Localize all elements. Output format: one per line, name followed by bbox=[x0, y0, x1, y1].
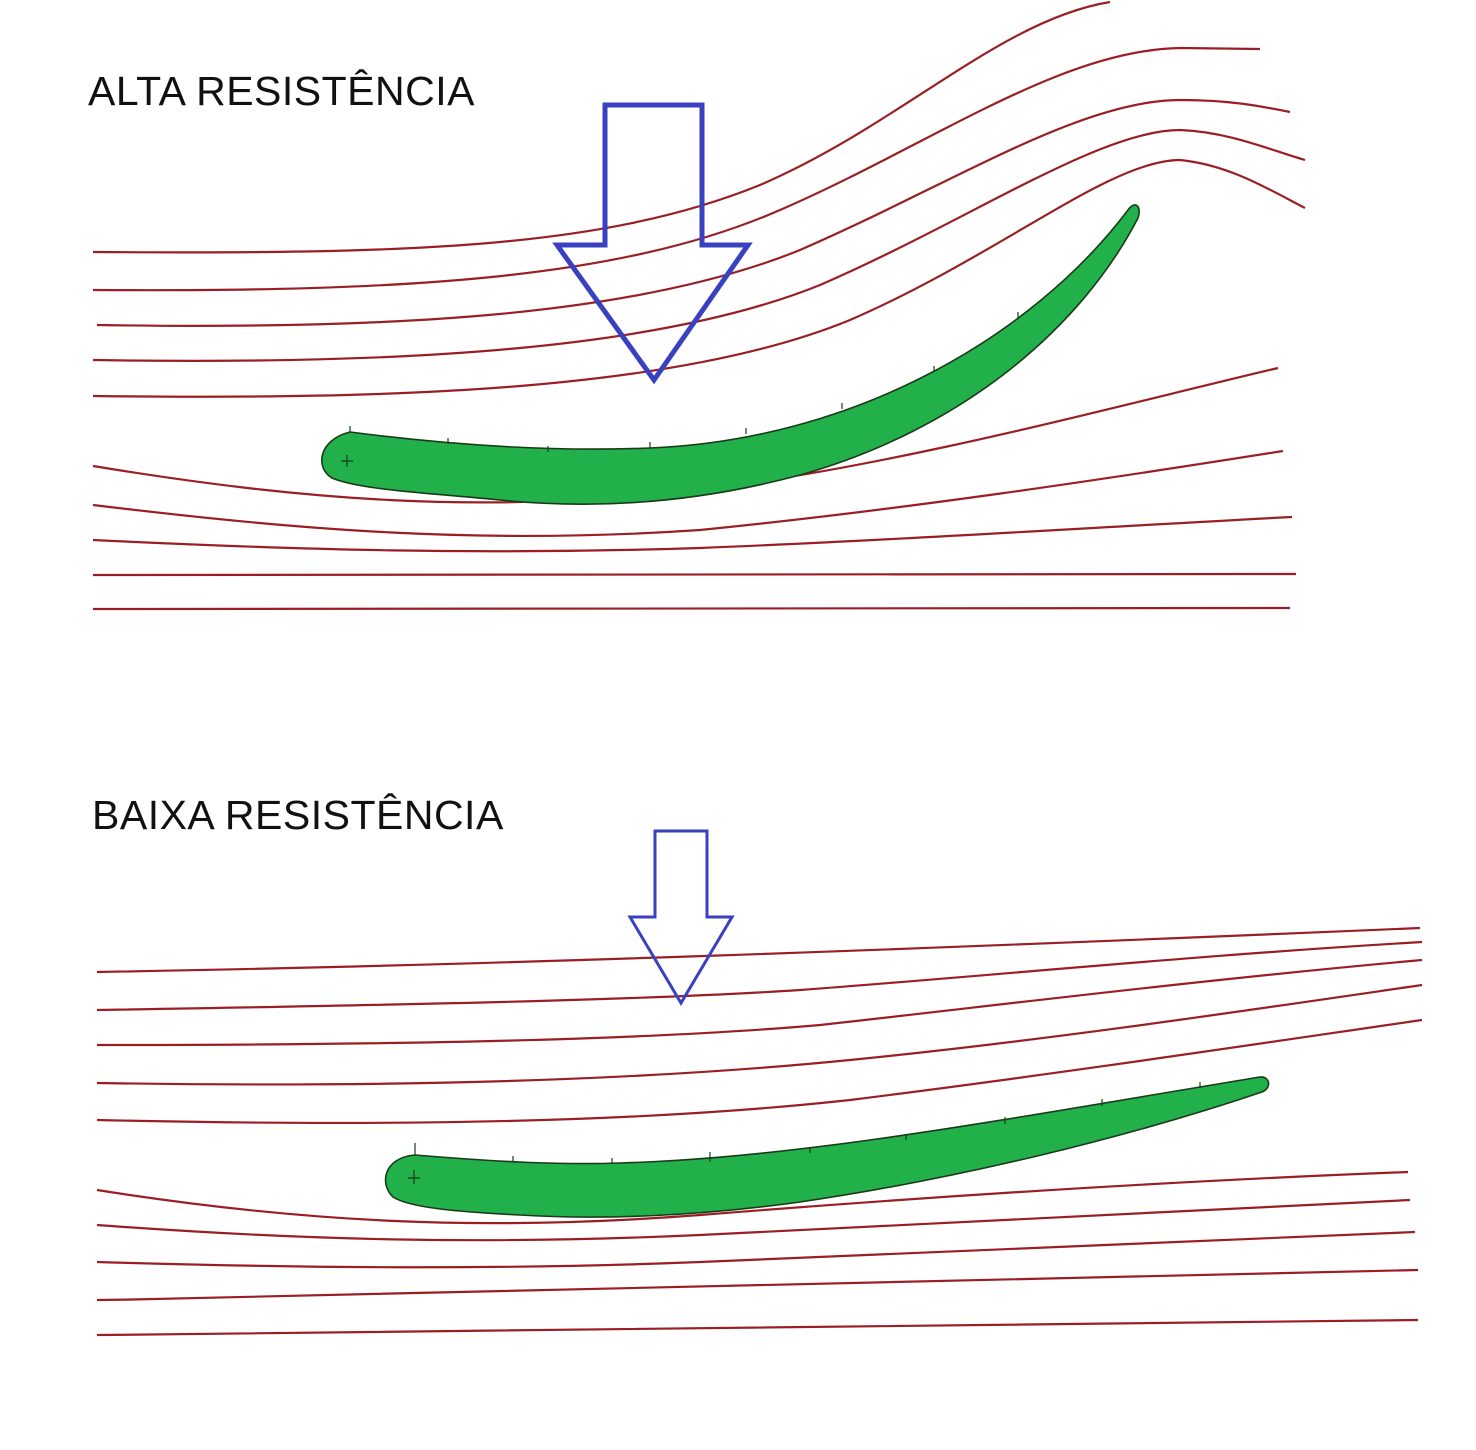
airfoil-ticks bbox=[341, 312, 1019, 467]
pivot-cross-icon bbox=[341, 455, 353, 467]
low-resistance-panel bbox=[96, 829, 1423, 1337]
streamline bbox=[96, 1268, 1419, 1302]
streamlines-bottom bbox=[96, 926, 1423, 1337]
streamline bbox=[96, 1318, 1419, 1337]
streamline bbox=[92, 0, 1111, 254]
airfoil-high-camber bbox=[321, 204, 1140, 505]
high-resistance-panel bbox=[92, 0, 1306, 611]
panel-title-low-resistance: BAIXA RESISTÊNCIA bbox=[92, 792, 504, 838]
streamline bbox=[96, 983, 1423, 1086]
streamline bbox=[92, 46, 1261, 292]
force-arrow-small bbox=[627, 829, 735, 1006]
panel-title-high-resistance: ALTA RESISTÊNCIA bbox=[88, 68, 475, 114]
streamline bbox=[96, 1198, 1411, 1242]
streamline bbox=[96, 1018, 1423, 1125]
streamlines-top bbox=[92, 0, 1306, 611]
airfoil-ticks-bottom bbox=[408, 1082, 1201, 1184]
streamline bbox=[96, 926, 1421, 974]
streamline bbox=[96, 1170, 1409, 1225]
streamline bbox=[92, 606, 1291, 611]
streamline bbox=[96, 940, 1423, 1012]
force-arrow-large bbox=[552, 102, 753, 385]
streamline bbox=[92, 515, 1293, 553]
streamline bbox=[92, 572, 1297, 577]
streamline bbox=[92, 449, 1284, 538]
pivot-cross-icon bbox=[408, 1170, 420, 1184]
streamline bbox=[96, 958, 1423, 1047]
streamline bbox=[96, 98, 1291, 327]
streamline bbox=[96, 1230, 1416, 1269]
streamline bbox=[92, 128, 1306, 362]
airfoil-low-camber bbox=[384, 1076, 1270, 1218]
streamline bbox=[92, 158, 1306, 398]
